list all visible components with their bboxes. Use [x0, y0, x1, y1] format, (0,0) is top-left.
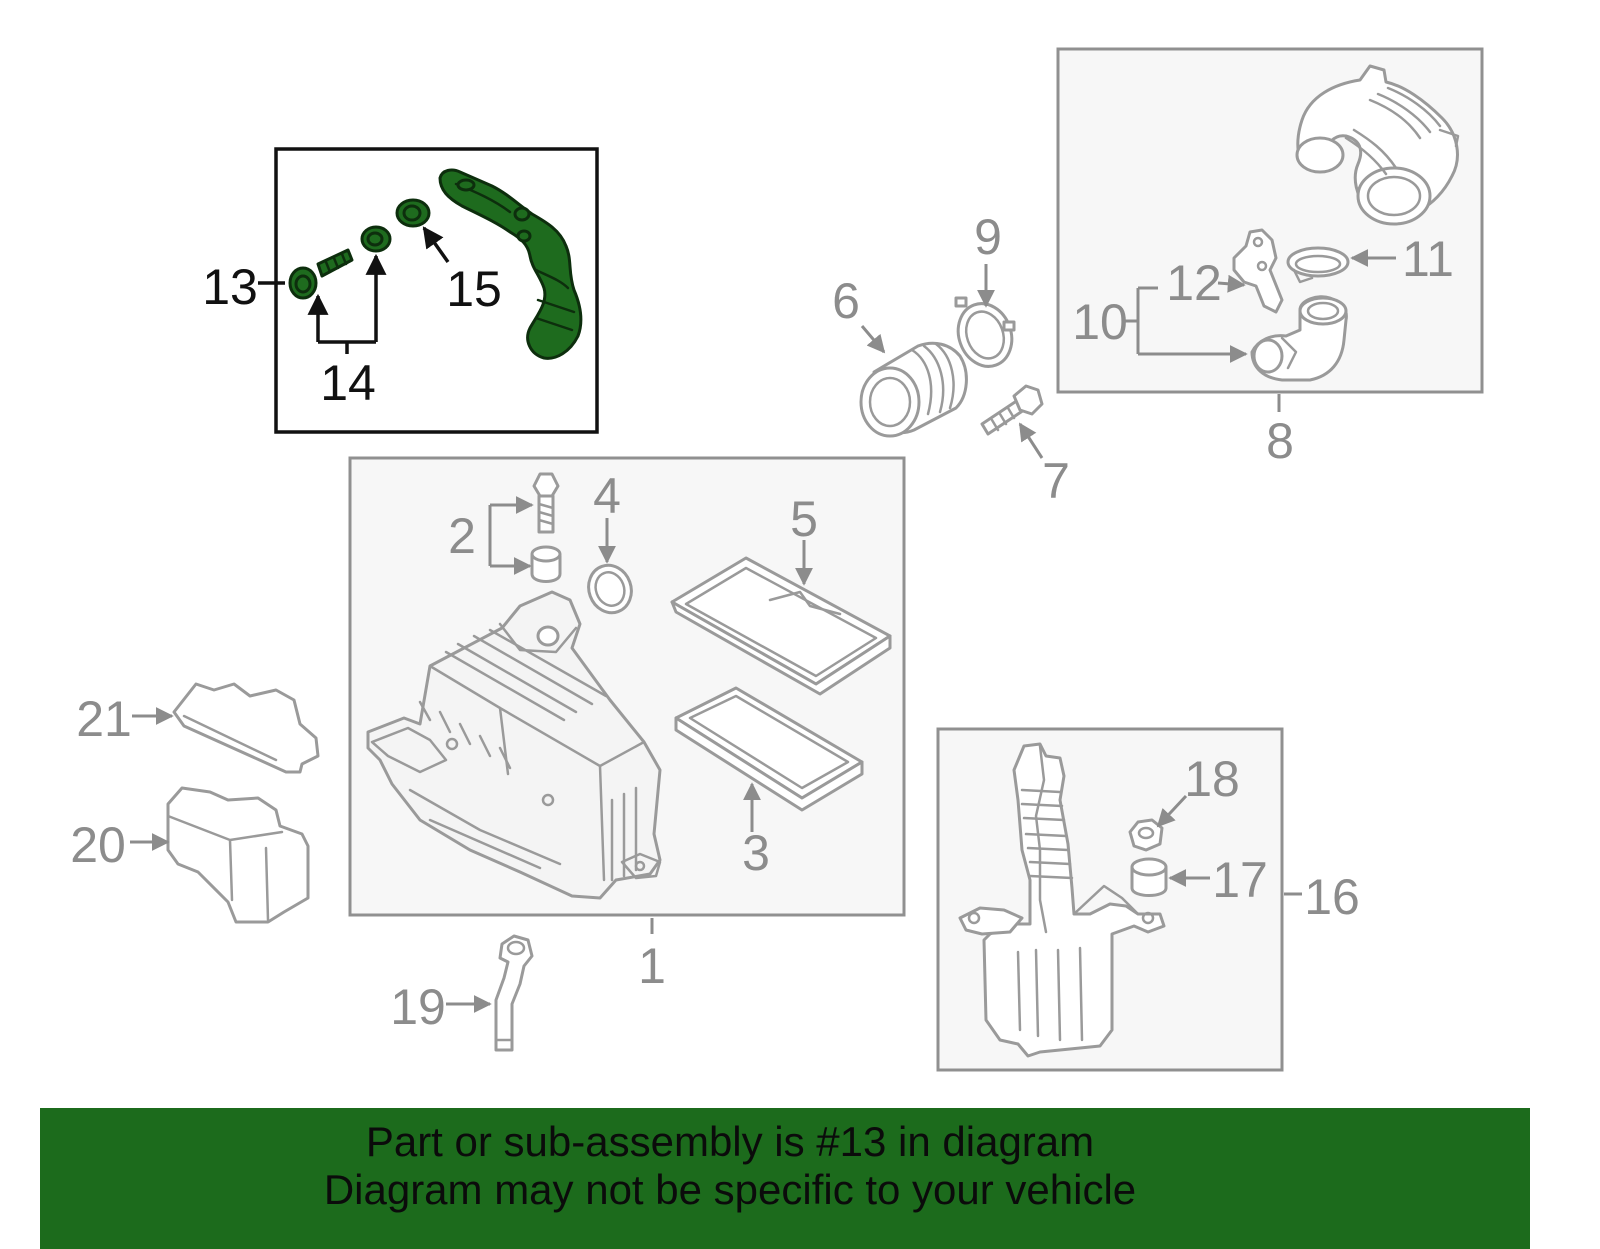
callout-11: 11 — [1402, 231, 1454, 287]
part-19-hose[interactable] — [494, 934, 534, 1052]
callout-3: 3 — [742, 825, 770, 881]
part-17-grommet[interactable] — [1130, 857, 1168, 897]
part-15-grommet[interactable] — [395, 198, 431, 228]
callout-20: 20 — [70, 817, 126, 873]
part-16-resonator[interactable] — [958, 742, 1166, 1058]
part-8-intake-hose[interactable] — [1295, 64, 1460, 226]
callout-1: 1 — [638, 938, 666, 994]
callout-10: 10 — [1072, 294, 1128, 350]
callout-14: 14 — [320, 355, 376, 411]
part-12-bracket[interactable] — [1232, 228, 1284, 314]
part-1-air-box[interactable] — [366, 590, 662, 900]
highlight-box: 13 14 15 — [202, 147, 599, 434]
callout-5: 5 — [790, 491, 818, 547]
box-1: 2 4 5 3 — [348, 456, 906, 917]
part-18-nut[interactable] — [1128, 818, 1164, 852]
part-5-filter-tray[interactable] — [670, 556, 892, 696]
part-4-ring[interactable] — [582, 559, 638, 618]
info-banner: Part or sub-assembly is #13 in diagram D… — [40, 1108, 1530, 1249]
callout-13: 13 — [202, 259, 258, 315]
part-21-cover[interactable] — [172, 682, 320, 774]
part-6-maf-housing[interactable] — [859, 341, 968, 438]
callout-2: 2 — [448, 508, 476, 564]
callout-4: 4 — [593, 468, 621, 524]
part-14-grommet[interactable] — [360, 225, 392, 253]
part-13-hose[interactable] — [438, 168, 583, 360]
callout-8: 8 — [1266, 413, 1294, 469]
callout-21: 21 — [76, 691, 132, 747]
part-11-clamp[interactable] — [1286, 246, 1350, 284]
box-8: 10 12 11 — [1056, 47, 1484, 394]
part-9-seal[interactable] — [950, 296, 1021, 374]
callout-9: 9 — [974, 209, 1002, 265]
part-2-bolt[interactable] — [530, 472, 562, 583]
callout-15: 15 — [446, 261, 502, 317]
part-7-bolt[interactable] — [980, 384, 1044, 436]
part-10-elbow[interactable] — [1250, 295, 1348, 382]
part-13-bolt[interactable] — [288, 248, 354, 300]
banner-line-2: Diagram may not be specific to your vehi… — [323, 1166, 1137, 1213]
callout-16: 16 — [1304, 869, 1360, 925]
banner-line-1: Part or sub-assembly is #13 in diagram — [365, 1118, 1095, 1165]
callout-12: 12 — [1166, 255, 1222, 311]
callout-17: 17 — [1212, 852, 1268, 908]
box-16: 18 17 — [936, 727, 1284, 1072]
callout-19: 19 — [390, 979, 446, 1035]
callout-7: 7 — [1042, 453, 1070, 509]
callout-6: 6 — [832, 273, 860, 329]
callout-18: 18 — [1184, 751, 1240, 807]
part-20-box[interactable] — [166, 786, 310, 924]
part-3-filter-element[interactable] — [674, 686, 864, 812]
